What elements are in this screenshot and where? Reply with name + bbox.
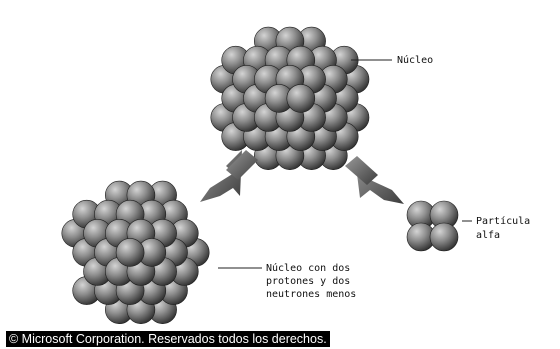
- nucleon-sphere: [116, 238, 144, 266]
- alpha-label-line2: alfa: [476, 230, 500, 241]
- daughter-nucleus-cluster: [62, 181, 209, 324]
- alpha-label-line1: Partícula: [476, 215, 530, 227]
- nucleus-label: Núcleo: [397, 54, 433, 66]
- nucleon-sphere: [287, 84, 315, 112]
- daughter-label-line1: Núcleo con dos: [266, 262, 350, 274]
- parent-nucleus-cluster: [211, 27, 369, 170]
- daughter-label-line3: neutrones menos: [266, 289, 356, 300]
- alpha-particle-cluster: [407, 201, 458, 251]
- copyright-notice: © Microsoft Corporation. Reservados todo…: [6, 331, 330, 347]
- daughter-label-line2: protones y dos: [266, 276, 350, 287]
- nucleon-sphere: [430, 223, 458, 251]
